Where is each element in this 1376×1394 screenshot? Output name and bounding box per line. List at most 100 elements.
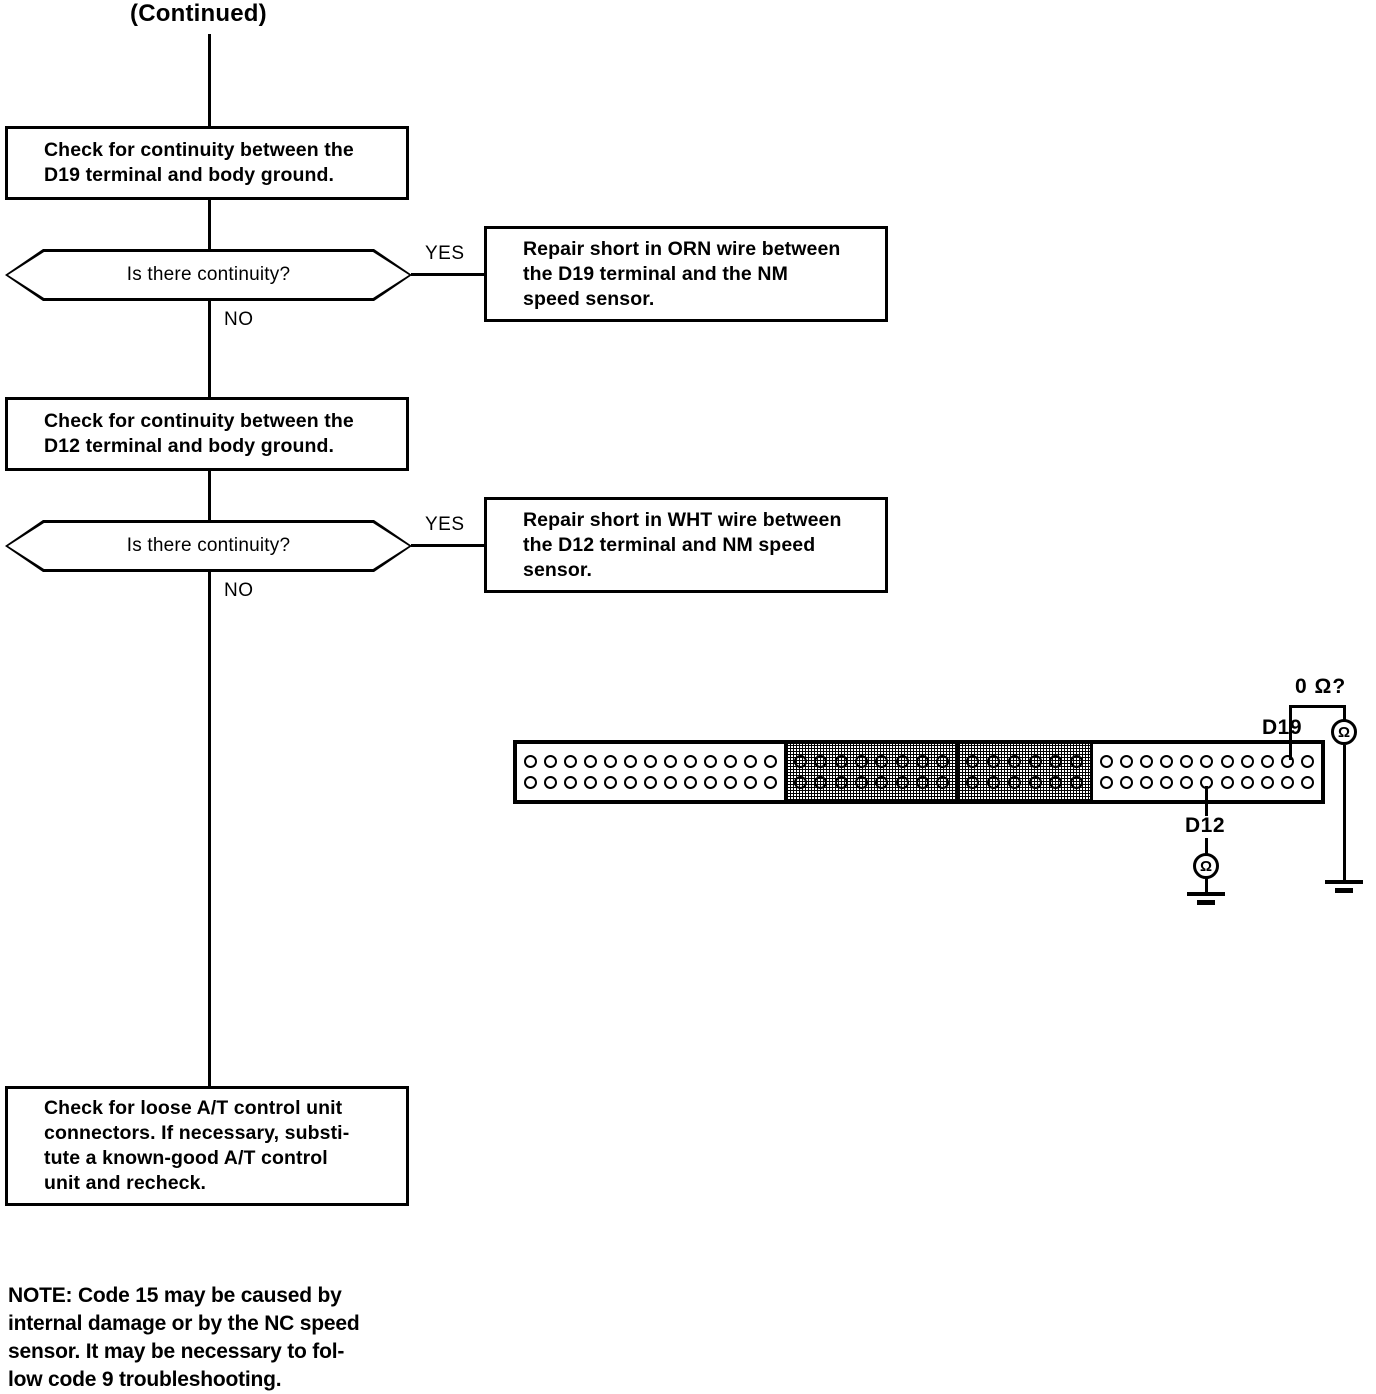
connector-pin xyxy=(1220,755,1234,769)
connector-pin xyxy=(936,755,950,769)
pin-label-d19: D19 xyxy=(1262,716,1303,739)
process-box-repair-orn-text: Repair short in ORN wire between the D19… xyxy=(523,237,841,310)
connector-pin xyxy=(603,755,617,769)
connector-pin xyxy=(743,755,757,769)
branch-label-yes-2: YES xyxy=(425,514,465,535)
flow-connector-decision1-no xyxy=(208,299,211,403)
decision-hexagon-continuity-1-inner: Is there continuity? xyxy=(8,252,409,298)
connector-pin xyxy=(793,755,807,769)
connector-pin xyxy=(543,775,557,789)
connector-pin xyxy=(683,775,697,789)
connector-pin xyxy=(834,775,848,789)
connector-pin xyxy=(875,775,889,789)
connector-pin xyxy=(763,775,777,789)
connector-pin xyxy=(814,775,828,789)
connector-pin xyxy=(1049,775,1063,789)
connector-pin xyxy=(723,775,737,789)
connector-pin-row xyxy=(966,775,1084,789)
connector-pin xyxy=(1240,755,1254,769)
connector-pin xyxy=(966,755,980,769)
connector-pin xyxy=(1260,775,1274,789)
connector-pin xyxy=(763,755,777,769)
connector-pin xyxy=(1007,755,1021,769)
flow-connector-decision2-yes xyxy=(411,544,485,547)
connector-pin xyxy=(683,755,697,769)
branch-label-no-1: NO xyxy=(224,309,254,330)
connector-pin xyxy=(895,755,909,769)
connector-segment-2 xyxy=(787,744,960,800)
connector-pin xyxy=(623,755,637,769)
connector-segment-4 xyxy=(1093,744,1321,800)
connector-pin xyxy=(524,755,537,769)
pin-lead-d19 xyxy=(1289,738,1292,760)
connector-pin xyxy=(583,775,597,789)
process-box-check-d12-text: Check for continuity between the D12 ter… xyxy=(44,410,354,457)
connector-pin xyxy=(915,755,929,769)
ground-bar-wide xyxy=(1325,880,1363,884)
branch-label-no-2: NO xyxy=(224,580,254,601)
process-box-repair-wht: Repair short in WHT wire between the D12… xyxy=(484,497,888,593)
connector-pin xyxy=(915,775,929,789)
connector-pin xyxy=(1200,755,1214,769)
process-box-check-d19: Check for continuity between the D19 ter… xyxy=(5,126,409,200)
connector-pin xyxy=(1100,755,1114,769)
resistance-label: 0 Ω? xyxy=(1295,675,1347,698)
process-box-check-d12: Check for continuity between the D12 ter… xyxy=(5,397,409,471)
connector-pin xyxy=(563,755,577,769)
connector-pin xyxy=(524,775,537,789)
connector-pin xyxy=(543,755,557,769)
measurement-bracket-right xyxy=(1343,705,1346,722)
connector-pin-row xyxy=(793,755,950,769)
connector-pin xyxy=(814,755,828,769)
flow-connector-step1-to-decision1 xyxy=(208,198,211,253)
process-box-repair-wht-text: Repair short in WHT wire between the D12… xyxy=(523,508,842,581)
decision-hexagon-continuity-1: Is there continuity? xyxy=(5,249,412,301)
connector-pin xyxy=(703,775,717,789)
ohmmeter-symbol-d19: Ω xyxy=(1331,719,1357,745)
flow-connector-decision2-no xyxy=(208,570,211,1086)
connector-pin xyxy=(1220,775,1234,789)
connector-segment-1 xyxy=(517,744,787,800)
connector-pin xyxy=(1260,755,1274,769)
connector-pin xyxy=(643,775,657,789)
connector-pin xyxy=(583,755,597,769)
decision-hexagon-continuity-2-inner: Is there continuity? xyxy=(8,523,409,569)
measurement-bracket-left xyxy=(1289,705,1292,740)
pin-label-d12: D12 xyxy=(1185,814,1226,837)
connector-pin xyxy=(1300,775,1314,789)
connector-segment-3 xyxy=(959,744,1094,800)
connector-pin xyxy=(1160,755,1174,769)
connector-pin xyxy=(1120,775,1134,789)
connector-pin xyxy=(1240,775,1254,789)
page-title: (Continued) xyxy=(130,0,267,27)
meter-lead-d12-to-ground xyxy=(1205,878,1208,894)
connector-pin xyxy=(663,755,677,769)
connector-pin xyxy=(563,775,577,789)
connector-pin xyxy=(1007,775,1021,789)
ground-symbol-d12 xyxy=(1187,892,1225,906)
connector-pin xyxy=(1300,755,1314,769)
pin-lead-d12 xyxy=(1205,786,1208,816)
connector-pin xyxy=(1028,775,1042,789)
ground-bar-wide xyxy=(1187,892,1225,896)
flow-connector-step2-to-decision2 xyxy=(208,469,211,524)
connector-pin xyxy=(1180,775,1194,789)
connector-pin xyxy=(875,755,889,769)
note-text: NOTE: Code 15 may be caused by internal … xyxy=(8,1284,360,1391)
connector-pin xyxy=(723,755,737,769)
connector-pin xyxy=(1028,755,1042,769)
connector-pin xyxy=(643,755,657,769)
connector-pin xyxy=(623,775,637,789)
connector-pin xyxy=(1100,775,1114,789)
connector-pin-row xyxy=(793,775,950,789)
ground-bar-narrow xyxy=(1197,900,1215,905)
meter-lead-d12-top xyxy=(1205,838,1208,854)
connector-pin xyxy=(854,755,868,769)
connector-pin xyxy=(854,775,868,789)
decision-hexagon-continuity-1-text: Is there continuity? xyxy=(126,264,291,285)
connector-pin xyxy=(987,755,1001,769)
measurement-bracket-top xyxy=(1289,705,1346,708)
connector-pin xyxy=(834,755,848,769)
ohmmeter-symbol-d12: Ω xyxy=(1193,853,1219,879)
connector-pin xyxy=(1280,775,1294,789)
